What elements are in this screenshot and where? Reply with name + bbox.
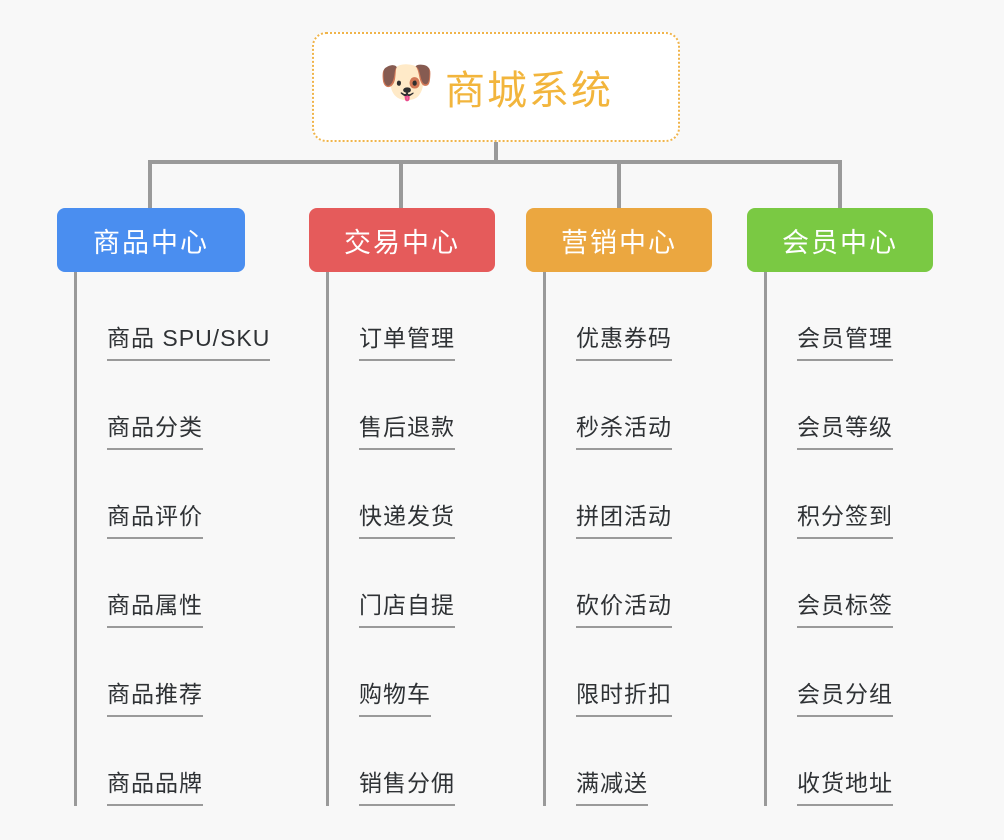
category-label: 会员中心 (782, 227, 898, 258)
category-column-营销中心: 营销中心 优惠券码 秒杀活动 拼团活动 砍价活动 限时折扣 满减送 (526, 208, 712, 806)
category-header-2[interactable]: 营销中心 (526, 208, 712, 272)
category-column-会员中心: 会员中心 会员管理 会员等级 积分签到 会员标签 会员分组 收货地址 (747, 208, 933, 806)
category-header-0[interactable]: 商品中心 (57, 208, 245, 272)
list-item[interactable]: 满减送 (546, 717, 712, 806)
list-item-label: 商品属性 (107, 586, 203, 628)
list-item-label: 秒杀活动 (576, 408, 672, 450)
list-item-label: 会员管理 (797, 319, 893, 361)
list-item-label: 商品品牌 (107, 764, 203, 806)
list-item[interactable]: 限时折扣 (546, 628, 712, 717)
list-item-label: 快递发货 (359, 497, 455, 539)
list-item-label: 商品分类 (107, 408, 203, 450)
list-item-label: 销售分佣 (359, 764, 455, 806)
list-item-label: 砍价活动 (576, 586, 672, 628)
list-item[interactable]: 商品品牌 (77, 717, 270, 806)
list-item-label: 拼团活动 (576, 497, 672, 539)
list-item[interactable]: 商品评价 (77, 450, 270, 539)
category-label: 营销中心 (561, 227, 677, 258)
list-item[interactable]: 商品 SPU/SKU (77, 272, 271, 361)
connector-drop-1 (399, 160, 403, 210)
list-item-label: 满减送 (576, 764, 648, 806)
list-item[interactable]: 拼团活动 (546, 450, 712, 539)
connector-drop-2 (617, 160, 621, 210)
list-item[interactable]: 购物车 (329, 628, 495, 717)
leaf-list-2: 优惠券码 秒杀活动 拼团活动 砍价活动 限时折扣 满减送 (543, 272, 712, 806)
list-item-label: 商品 SPU/SKU (107, 319, 271, 361)
root-node[interactable]: 🐶 商城系统 (312, 32, 680, 142)
list-item[interactable]: 商品分类 (77, 361, 270, 450)
category-column-交易中心: 交易中心 订单管理 售后退款 快递发货 门店自提 购物车 销售分佣 (309, 208, 495, 806)
list-item[interactable]: 售后退款 (329, 361, 495, 450)
list-item-label: 门店自提 (359, 586, 455, 628)
list-item-label: 商品推荐 (107, 675, 203, 717)
list-item[interactable]: 会员等级 (767, 361, 933, 450)
list-item-label: 订单管理 (359, 319, 455, 361)
category-header-1[interactable]: 交易中心 (309, 208, 495, 272)
list-item[interactable]: 订单管理 (329, 272, 495, 361)
list-item-label: 收货地址 (797, 764, 893, 806)
list-item-label: 会员标签 (797, 586, 893, 628)
list-item-label: 购物车 (359, 675, 431, 717)
list-item-label: 积分签到 (797, 497, 893, 539)
shiba-dog-face-icon: 🐶 (379, 58, 434, 107)
leaf-list-3: 会员管理 会员等级 积分签到 会员标签 会员分组 收货地址 (764, 272, 933, 806)
list-item[interactable]: 积分签到 (767, 450, 933, 539)
root-title: 商城系统 (445, 69, 613, 113)
connector-root-stem (494, 142, 498, 164)
leaf-list-0: 商品 SPU/SKU 商品分类 商品评价 商品属性 商品推荐 商品品牌 (74, 272, 271, 806)
list-item-label: 商品评价 (107, 497, 203, 539)
connector-drop-0 (148, 160, 152, 210)
category-label: 商品中心 (93, 227, 209, 258)
leaf-list-1: 订单管理 售后退款 快递发货 门店自提 购物车 销售分佣 (326, 272, 495, 806)
list-item[interactable]: 门店自提 (329, 539, 495, 628)
list-item-label: 售后退款 (359, 408, 455, 450)
list-item[interactable]: 商品推荐 (77, 628, 270, 717)
list-item[interactable]: 砍价活动 (546, 539, 712, 628)
list-item[interactable]: 会员标签 (767, 539, 933, 628)
connector-drop-3 (838, 160, 842, 210)
list-item-label: 会员分组 (797, 675, 893, 717)
list-item[interactable]: 会员分组 (767, 628, 933, 717)
list-item[interactable]: 收货地址 (767, 717, 933, 806)
category-header-3[interactable]: 会员中心 (747, 208, 933, 272)
list-item-label: 会员等级 (797, 408, 893, 450)
list-item-label: 限时折扣 (576, 675, 672, 717)
list-item[interactable]: 优惠券码 (546, 272, 712, 361)
list-item[interactable]: 会员管理 (767, 272, 933, 361)
list-item[interactable]: 商品属性 (77, 539, 270, 628)
category-label: 交易中心 (344, 227, 460, 258)
category-column-商品中心: 商品中心 商品 SPU/SKU 商品分类 商品评价 商品属性 商品推荐 商品品牌 (57, 208, 271, 806)
connector-horizontal-bus (148, 160, 840, 164)
list-item[interactable]: 秒杀活动 (546, 361, 712, 450)
list-item[interactable]: 销售分佣 (329, 717, 495, 806)
list-item[interactable]: 快递发货 (329, 450, 495, 539)
list-item-label: 优惠券码 (576, 319, 672, 361)
